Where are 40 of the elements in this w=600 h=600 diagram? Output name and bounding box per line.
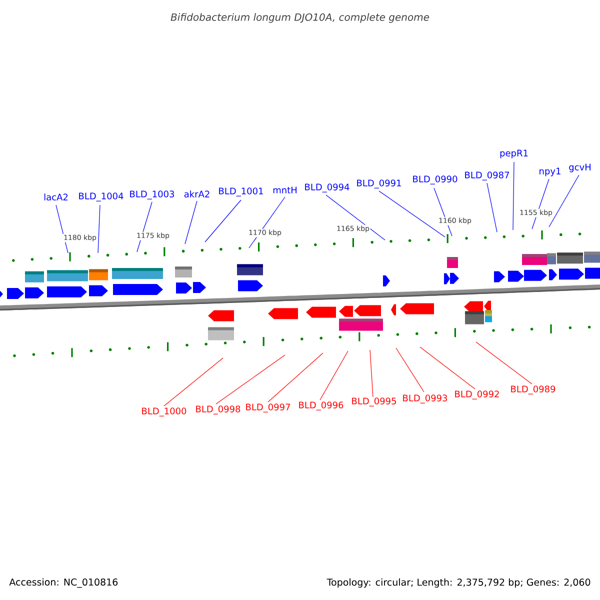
- gene-label: BLD_1004: [79, 192, 124, 202]
- title: Bifidobacterium longum DJO10A, complete genome: [170, 13, 430, 23]
- gene-label: lacA2: [44, 194, 68, 200]
- leader-line: [378, 190, 446, 238]
- leader-line: [184, 200, 198, 244]
- gene-label: BLD_0993: [403, 394, 448, 404]
- leader-line: [548, 174, 580, 228]
- gene-label: BLD_0989: [511, 386, 556, 394]
- leader-line: [396, 348, 424, 392]
- gene-label: BLD_0996: [299, 402, 344, 410]
- gene-label: BLD_0997: [246, 404, 290, 412]
- leader-line: [512, 162, 514, 230]
- gene-label: akrA2: [184, 190, 210, 198]
- gene-label: BLD_0994: [305, 184, 350, 192]
- gene-label: gcvH: [569, 164, 590, 172]
- leader-line: [420, 346, 476, 390]
- leader-line: [268, 352, 324, 402]
- leader-line: [98, 204, 100, 254]
- leader-line: [326, 194, 386, 240]
- leader-line: [476, 342, 532, 384]
- genome-info-text: Topology: circular; Length: 2,375,792 bp; Genes: 2,060: [326, 578, 590, 588]
- gene-label: BLD_1000: [142, 408, 186, 416]
- gene-label: BLD_1003: [130, 190, 174, 200]
- gene-label: npy1: [540, 168, 560, 176]
- gene-label: pepR1: [500, 150, 528, 158]
- leader-line: [320, 350, 348, 400]
- gene-label: BLD_0995: [352, 398, 396, 406]
- accession-text: Accession: NC_010816: [9, 578, 118, 588]
- leader-line: [216, 354, 286, 404]
- leader-line: [370, 350, 374, 398]
- gene-label: BLD_0987: [465, 172, 509, 180]
- leader-line: [486, 182, 498, 232]
- gene-label: BLD_0990: [413, 176, 458, 184]
- gene-label: BLD_1001: [219, 188, 263, 196]
- leader-line: [164, 358, 224, 406]
- gene-label: BLD_0992: [455, 390, 499, 400]
- gene-label: mntH: [273, 186, 296, 194]
- leader-line: [204, 200, 242, 242]
- gene-label: BLD_0991: [357, 180, 401, 188]
- gene-label: BLD_0998: [196, 406, 240, 414]
